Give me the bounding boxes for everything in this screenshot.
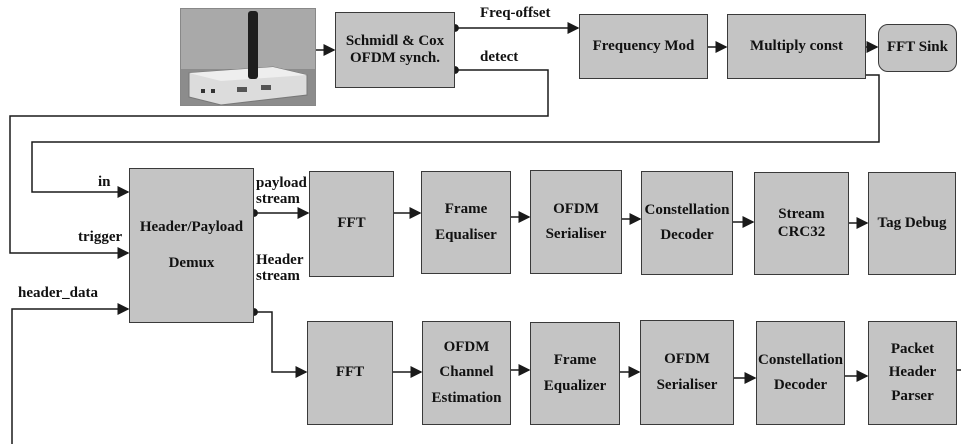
frame-equalizer-block: Frame Equalizer [530,322,620,425]
packet-header-parser-block: Packet Header Parser [868,321,957,425]
edge-header-data [11,303,130,444]
block-label: OFDM [443,339,490,356]
constellation-decoder-header-block: Constellation Decoder [756,321,845,425]
ofdm-channel-estimation-block: OFDM Channel Estimation [422,321,511,425]
payload-stream-line: payload [256,175,307,191]
block-label: Equaliser [435,226,497,243]
tag-debug-block: Tag Debug [868,172,956,275]
block-label: Header [888,364,937,381]
block-label: Header/Payload [139,219,244,236]
edge-header-stream [250,308,308,378]
block-label: Demux [168,254,215,271]
edge-detect-to-trigger [9,66,549,259]
block-label: Multiply const [750,37,843,54]
block-label: Decoder [660,227,714,243]
ofdm-serialiser-header-block: OFDM Serialiser [640,320,734,425]
block-label: Frequency Mod [592,37,695,54]
trigger-port-label: trigger [78,229,123,245]
fft-header-block: FFT [307,321,393,425]
fft-sink-block: FFT Sink [878,24,957,72]
stream-crc32-block: Stream CRC32 [754,172,849,275]
header-stream-label: Header stream [256,252,304,285]
in-port-label: in [98,174,111,190]
block-label: Constellation [757,351,843,368]
block-label: Estimation [431,389,502,406]
block-label: Serialiser [656,376,718,393]
payload-stream-line: stream [256,190,300,207]
block-label: Serialiser [545,226,607,242]
header-stream-line: Header [256,252,304,268]
block-label: FFT Sink [886,39,948,56]
schmidl-cox-sync-block: Schmidl & Cox OFDM synch. [335,12,455,88]
block-label: Stream CRC32 [777,206,826,240]
block-label: OFDM [664,351,710,368]
payload-stream-label: payload stream [256,175,307,208]
header-data-port-label: header_data [18,285,98,301]
block-label: Parser [891,387,934,404]
freq-offset-label: Freq-offset [480,5,551,21]
sdr-device-illustration [181,9,315,105]
header-payload-demux-block: Header/Payload Demux [129,168,254,323]
block-label: Schmidl & Cox [345,32,445,49]
block-label: Equalizer [543,377,607,394]
constellation-decoder-payload-block: Constellation Decoder [641,171,733,275]
block-label: Constellation [644,201,730,218]
header-stream-line: stream [256,267,300,284]
block-label: Frame [444,201,488,218]
block-label: Decoder [773,377,828,393]
block-label: OFDM synch. [350,50,440,66]
block-label: Tag Debug [877,214,947,231]
block-label: Frame [553,352,597,369]
multiply-const-block: Multiply const [727,14,866,79]
sdr-hardware-photo [180,8,316,106]
edge-mult-to-in [31,74,880,198]
block-label: FFT [335,364,365,381]
block-label: Channel [439,364,494,381]
block-label: FFT [337,215,366,232]
detect-label: detect [480,49,519,65]
block-label: OFDM [553,200,599,217]
ofdm-serialiser-payload-block: OFDM Serialiser [530,170,622,274]
fft-payload-block: FFT [309,171,394,277]
block-label: Packet [890,341,935,358]
frequency-mod-block: Frequency Mod [579,14,708,79]
frame-equaliser-block: Frame Equaliser [421,171,511,274]
